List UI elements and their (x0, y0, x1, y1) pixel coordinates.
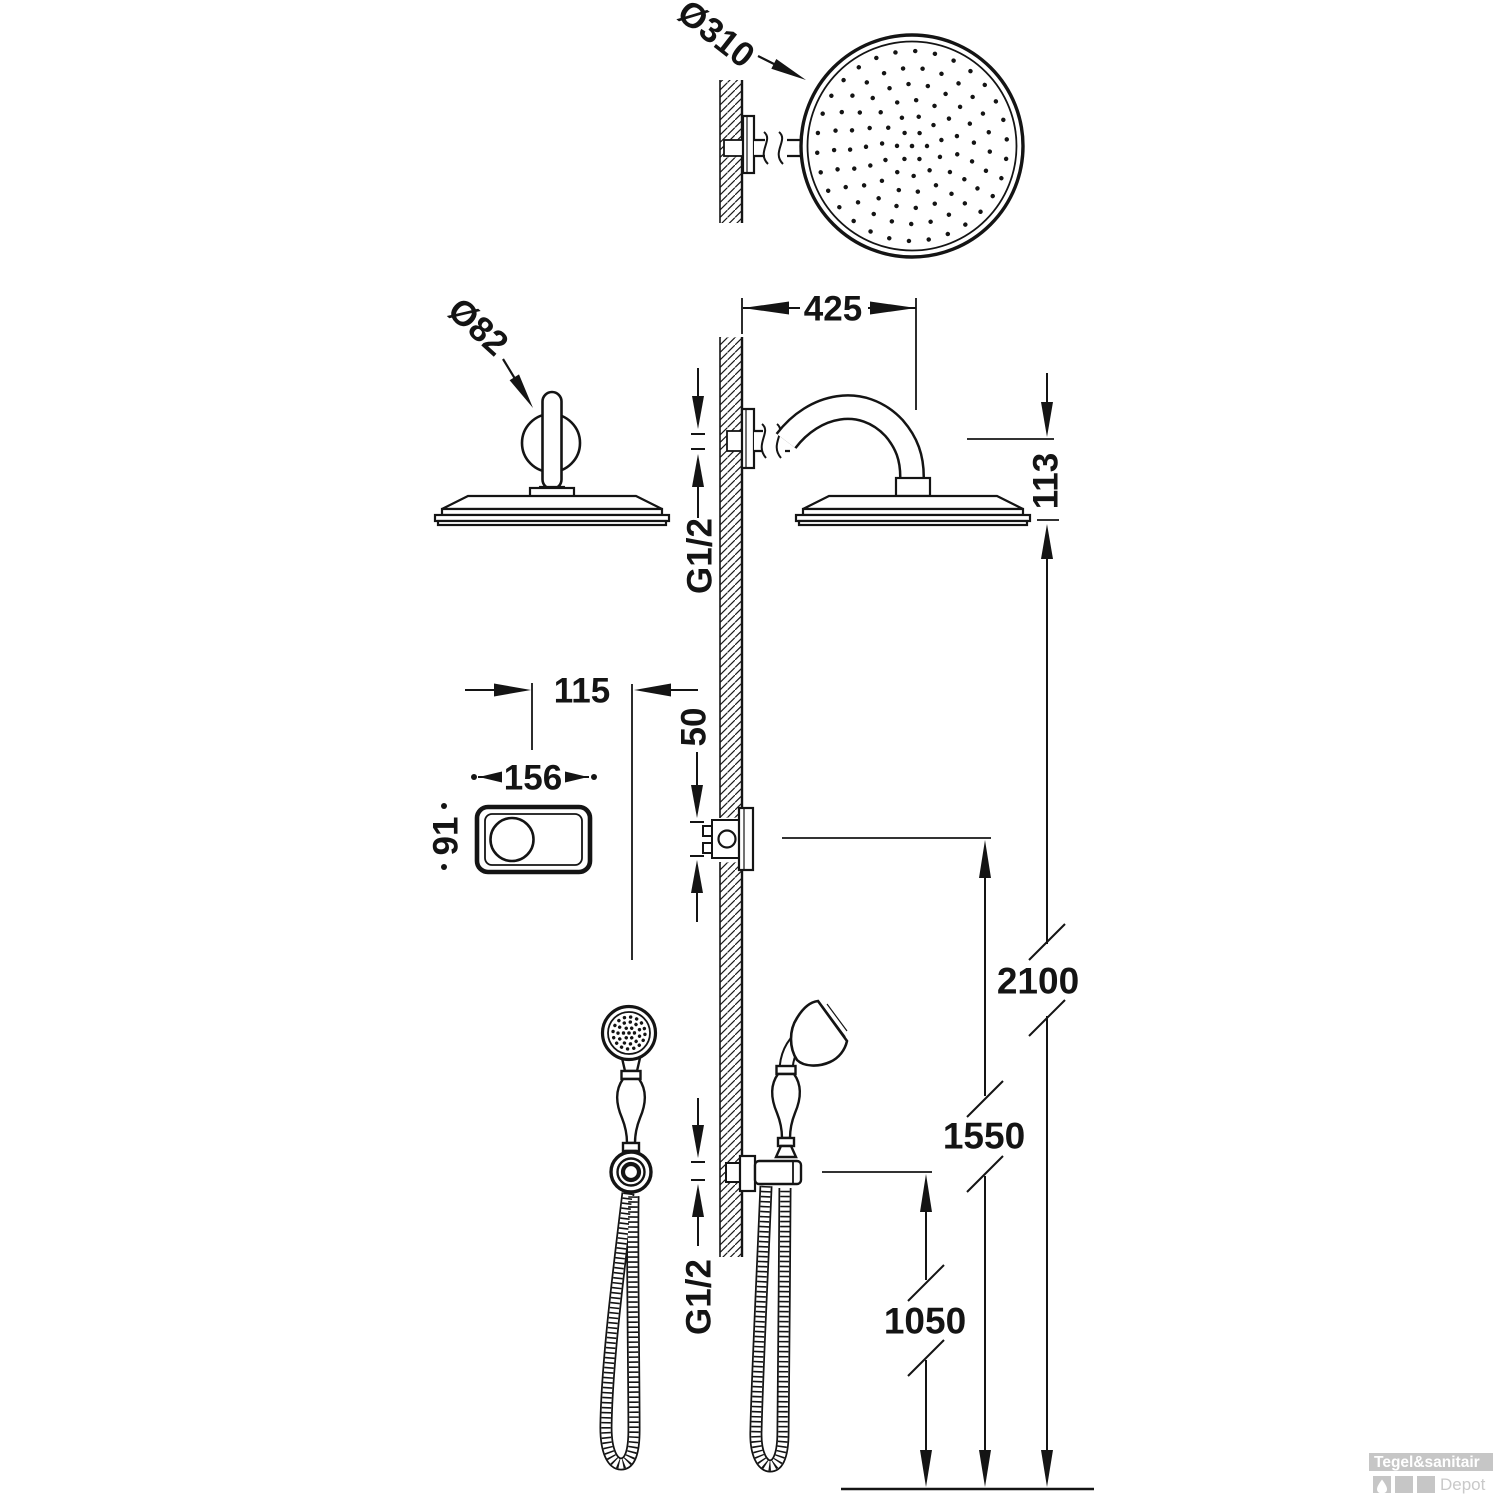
arm-hub-side (894, 476, 932, 498)
leader-arrowhead (771, 59, 806, 80)
overhead-shower-top-view: Ø310 (670, 0, 1025, 259)
logo-square-3 (1417, 1476, 1435, 1493)
logo-square-2 (1395, 1476, 1413, 1493)
dimension-thread-top: G1/2 (681, 368, 720, 594)
thread-bottom-label: G1/2 (680, 1259, 719, 1335)
control-offset-label: 115 (554, 672, 610, 711)
dimension-head-drop: 113 (967, 373, 1066, 559)
valve-spindle (717, 829, 737, 849)
wall-section-elevation (719, 337, 744, 1257)
shower-hose-front (599, 1192, 641, 1471)
head-drop-label: 113 (1027, 453, 1066, 509)
outlet-flange-side (738, 1154, 757, 1193)
shower-arm-side-view (775, 394, 925, 478)
hand-shower-front-view (599, 1004, 658, 1471)
pipe-break-icon (777, 131, 784, 165)
shower-hose-side (749, 1185, 792, 1473)
dimension-control-width: 156 (471, 759, 597, 798)
supply-stub-top (723, 139, 745, 157)
hand-shower-handle-front (616, 1056, 646, 1163)
rain-head-disc (799, 33, 1025, 259)
control-height-label: 91 (427, 817, 466, 856)
rain-head-side-profile (794, 494, 1032, 527)
wall-flange-side (740, 407, 756, 470)
arm-front (541, 390, 563, 491)
hand-shower-handle-side (771, 1064, 801, 1159)
supply-stub-side (726, 430, 743, 452)
overhead-shower-front-view: Ø82 (433, 290, 671, 527)
pipe-break-icon (762, 131, 769, 165)
dimension-arm-reach: 425 (741, 290, 917, 410)
water-drop-icon (1377, 1479, 1387, 1494)
logo-sub-text: Depot (1440, 1475, 1486, 1494)
control-unit-front-view (474, 804, 593, 875)
hand-shower-head-side (789, 999, 849, 1067)
dimension-head-diameter: Ø310 (670, 0, 806, 80)
wall-flange-top-view (741, 114, 756, 175)
dimension-height-head: 2100 (997, 559, 1079, 1487)
holder-body-side (753, 1159, 803, 1186)
control-knob (489, 816, 535, 863)
vendor-logo: Tegel&sanitair Depot (1369, 1453, 1493, 1494)
pipe-break-icon (760, 423, 767, 459)
hand-shower-head-front (600, 1004, 658, 1062)
concealed-valve-side-view (702, 806, 755, 872)
thread-top-label: G1/2 (681, 518, 720, 594)
height-valve-label: 1550 (943, 1116, 1025, 1157)
dimension-valve-gap: 50 (675, 708, 714, 922)
hand-shower-bracket-front (609, 1150, 653, 1194)
head-diameter-label: Ø310 (670, 0, 761, 76)
spray-nozzle-pattern (814, 48, 1010, 244)
pipe-break-icon (775, 423, 782, 459)
outlet-stub-side (725, 1162, 742, 1183)
dimension-control-height: 91 (427, 803, 466, 870)
dimension-escutcheon-diameter: Ø82 (440, 290, 533, 408)
dimension-thread-bottom: G1/2 (680, 1098, 719, 1335)
escutcheon-diameter-label: Ø82 (440, 290, 515, 363)
hand-shower-side-view (725, 999, 849, 1473)
dimension-height-holder: 1050 (822, 1171, 966, 1487)
rain-head-front-profile (433, 486, 671, 527)
control-width-label: 156 (504, 759, 562, 798)
logo-brand-text: Tegel&sanitair (1374, 1454, 1480, 1471)
leader-arrowhead (509, 374, 533, 408)
dimension-control-offset: 115 (465, 672, 698, 960)
arm-reach-label: 425 (804, 290, 862, 329)
overhead-shower-side-view (726, 394, 1032, 527)
valve-cover-plate (737, 806, 755, 872)
valve-gap-label: 50 (675, 708, 714, 747)
height-holder-label: 1050 (884, 1301, 966, 1342)
shower-arm-top-view (754, 131, 806, 165)
logo-bar (1369, 1453, 1493, 1471)
height-head-label: 2100 (997, 961, 1079, 1002)
dimension-height-valve: 1550 (782, 837, 1025, 1487)
